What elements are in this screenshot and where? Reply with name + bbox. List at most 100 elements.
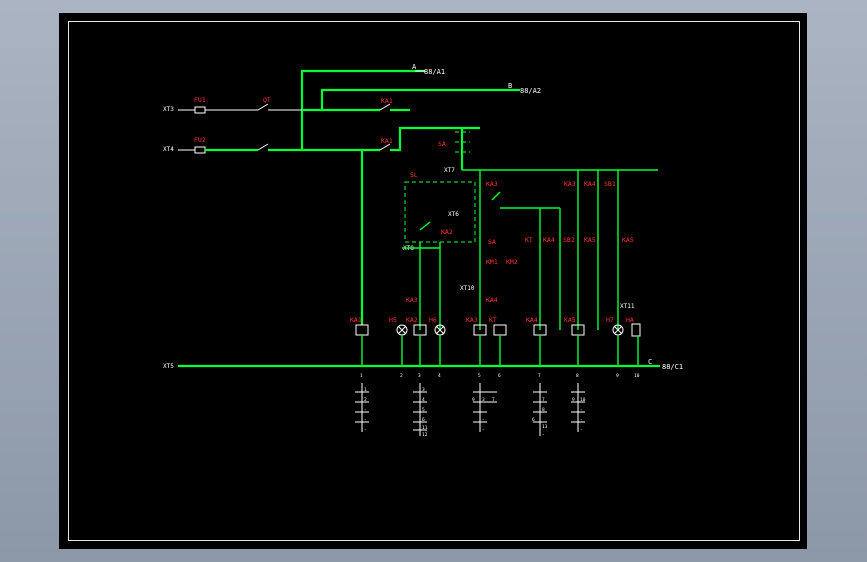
col-num: 3 [418,373,421,379]
col-num: 4 [438,373,441,379]
ka4-a-label: KA4 [486,296,498,304]
tb-cell: 3 [482,397,485,403]
tb-cell: - [482,418,485,423]
ka5-coil-label: KA5 [564,316,576,324]
tb-cell: 3 [422,387,425,393]
h6-label: H6 [429,316,437,324]
sa-top-label: SA [438,140,446,148]
bus-c-ref: 88/C1 [662,363,683,371]
bus-a: A 88/A1 [300,63,445,150]
ka3-c-label: KA3 [564,180,576,188]
km2-label: KM2 [506,258,518,266]
terminal-block-5: 9 10 - - - [571,383,586,433]
ka3-coil-label: KA3 [466,316,478,324]
tb-cell: 10 [580,397,586,403]
tb-cell: 5 [422,407,425,413]
km1-label: KM1 [486,258,498,266]
terminal-block-1: 1 2 - - - [355,383,369,433]
bus-a-ref: 88/A1 [424,68,445,76]
bus-c: C 88/C1 XT5 [163,358,683,371]
tb-cell: - [364,418,367,423]
bus-b-letter: B [508,82,512,90]
col-num: 6 [498,373,501,379]
tb-cell: 2 [364,397,367,403]
sb2-label: SB2 [563,236,575,244]
tb-cell: - [580,408,583,413]
h5-label: H5 [389,316,397,324]
ka1-coil-label: KA1 [350,316,362,324]
tb-cell: 7 [542,397,545,403]
tb-cell: 7 [492,397,495,403]
col-num: 9 [616,373,619,379]
ka2-a-label: KA2 [441,228,453,236]
fu1-label: FU1 [194,96,206,104]
sl-label: SL [410,171,418,179]
tb-cell: 12 [422,432,428,438]
tb-cell: 6 [532,417,535,423]
terminal-block-2: 3 4 5 6 11 12 [413,383,428,438]
terminal-block-4: 7 8 6 13 - [532,383,548,438]
bus-a-letter: A [412,63,417,71]
col-num: 1 [360,373,363,379]
kt-a-label: KT [525,236,533,244]
ka4-top-label: KA4 [584,180,596,188]
tb-cell: 4 [422,397,425,403]
ka1-mid-label: KA1 [381,137,393,145]
tb-cell: - [364,428,367,433]
bus-b-ref: 88/A2 [520,87,541,95]
tb-cell: - [580,428,583,433]
tb-cell: - [482,428,485,433]
tb-cell: 11 [422,425,428,431]
middle-contacts: KA3 SA KM1 KM2 XT10 KA4 KT KA4 SB2 KA5 K… [406,180,635,330]
drawing-frame [68,21,800,541]
ka4-b-label: KA4 [543,236,555,244]
input-line-1: XT3 FU1 QT KA1 [163,96,410,114]
cad-viewport[interactable] [59,13,807,549]
col-num: 7 [538,373,541,379]
tb-cell: 9 [572,397,575,403]
tb-cell: - [364,408,367,413]
col-num: 2 [400,373,403,379]
col-num: 10 [634,373,640,379]
col-num: 8 [576,373,579,379]
tb-cell: 13 [542,424,548,430]
terminal-xt3: XT3 [163,106,174,113]
h7-label: H7 [606,316,614,324]
sa-mid-label: SA [488,238,496,246]
terminal-xt4: XT4 [163,146,174,153]
ka5-b-label: KA5 [622,236,634,244]
fu2-label: FU2 [194,136,206,144]
tb-cell: 8 [542,407,545,413]
sl-block: SL XT6 KA2 XT8 [402,171,476,330]
tb-cell: 9 [472,397,475,403]
ka4-coil-label: KA4 [526,316,538,324]
input-line-2: XT4 FU2 KA1 [163,126,480,325]
bus-c-letter: C [648,358,652,366]
ka5-a-label: KA5 [584,236,596,244]
sb1-label: SB1 [604,180,616,188]
ka3-b-label: KA3 [406,296,418,304]
terminal-xt10: XT10 [460,285,475,292]
terminal-xt5: XT5 [163,363,174,370]
tb-cell: 6 [422,417,425,423]
load-row: KA1 H5 KA2 H6 KA3 KT KA4 KA5 H7 HA [350,316,641,366]
qt-label: QT [263,96,271,104]
control-bus: XT7 [444,167,658,330]
column-numbers: 1 2 3 4 5 6 7 8 9 10 [360,373,640,379]
terminal-xt7: XT7 [444,167,455,174]
ha-label: HA [626,316,634,324]
terminal-xt11: XT11 [620,303,635,310]
terminal-block-3: 9 3 7 - - [472,383,497,433]
kt-b-label: KT [489,316,497,324]
ka1-top-label: KA1 [381,97,393,105]
tb-cell: - [542,433,545,438]
ka2-coil-label: KA2 [406,316,418,324]
sa-top-switch: SA [438,128,470,170]
tb-cell: 1 [364,387,367,393]
bus-b: B 88/A2 [320,82,541,110]
tb-cell: - [580,418,583,423]
terminal-xt6: XT6 [448,211,459,218]
ka3-a-label: KA3 [486,180,498,188]
col-num: 5 [478,373,481,379]
